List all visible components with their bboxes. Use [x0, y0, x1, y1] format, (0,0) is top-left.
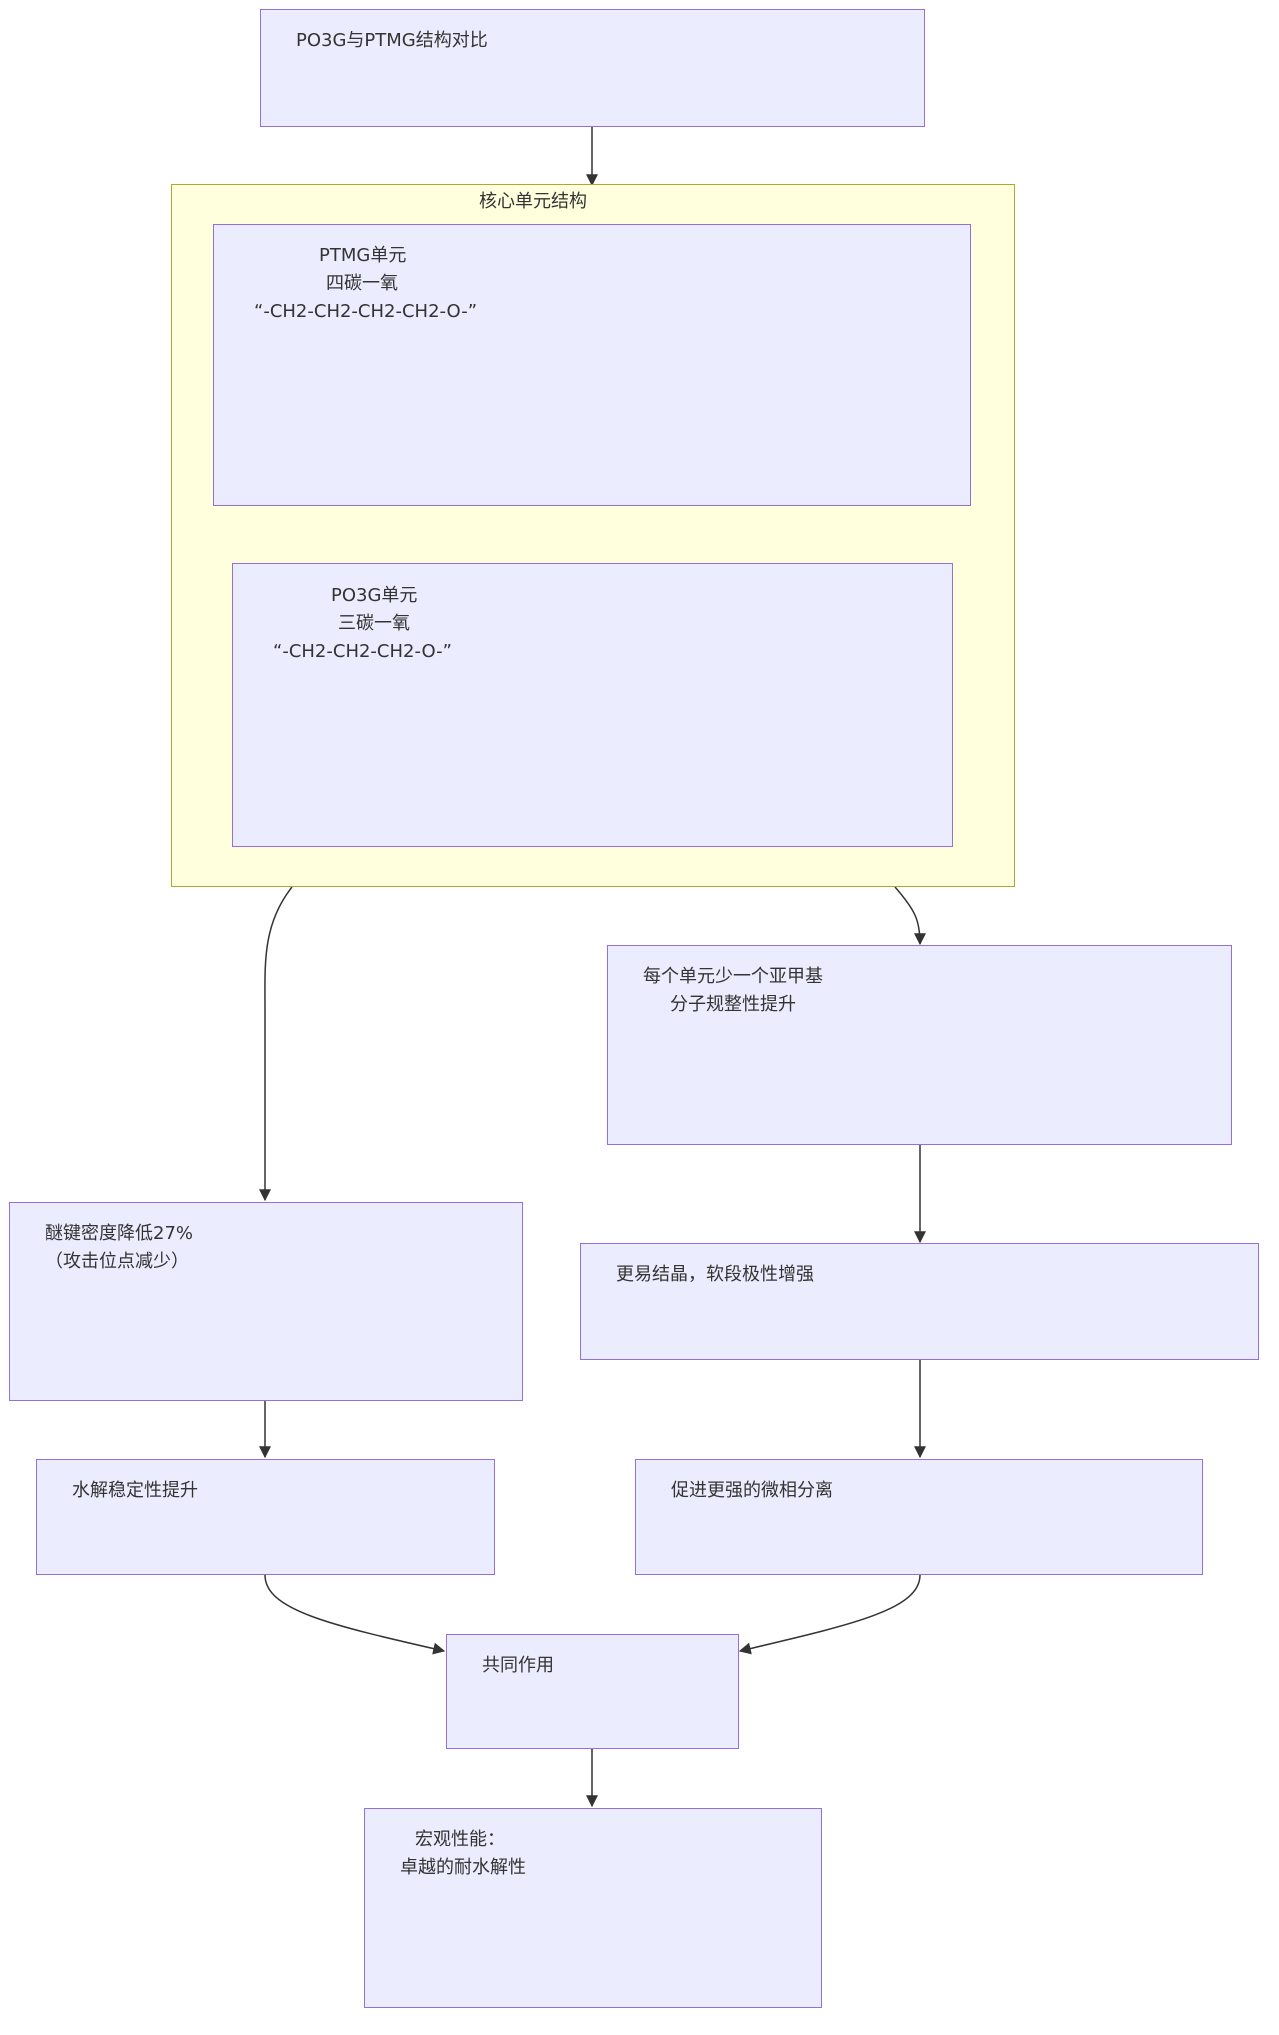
edge-phase-to-synergy	[738, 1574, 921, 1655]
result-node: 宏观性能： 卓越的耐水解性	[364, 1808, 822, 2008]
methylene-line1: 每个单元少一个亚甲基	[643, 966, 823, 987]
po3g-line1: PO3G单元	[331, 585, 418, 606]
ptmg-unit-node: PTMG单元 四碳一氧 “-CH2-CH2-CH2-CH2-O-”	[213, 224, 971, 506]
edge-hydrolysis-to-synergy	[264, 1574, 446, 1655]
crystallization-node: 更易结晶，软段极性增强	[580, 1243, 1259, 1360]
ether-bond-node: 醚键密度降低27% （攻击位点减少）	[9, 1202, 523, 1401]
po3g-line2: 三碳一氧	[338, 613, 410, 634]
edge-cluster-to-methylene	[894, 886, 926, 946]
ether-line2: （攻击位点减少）	[45, 1251, 189, 1272]
cluster-title: 核心单元结构	[479, 191, 587, 212]
ptmg-line3: “-CH2-CH2-CH2-CH2-O-”	[254, 301, 478, 322]
title-node-text: PO3G与PTMG结构对比	[296, 30, 488, 51]
crystal-line1: 更易结晶，软段极性增强	[616, 1264, 814, 1285]
ptmg-line1: PTMG单元	[319, 245, 407, 266]
hydrolysis-stability-node: 水解稳定性提升	[36, 1459, 495, 1575]
methylene-line2: 分子规整性提升	[670, 994, 796, 1015]
phase-line1: 促进更强的微相分离	[671, 1480, 833, 1501]
edge-cluster-to-ether	[259, 886, 293, 1202]
synergy-line1: 共同作用	[482, 1655, 554, 1676]
hydrolysis-line1: 水解稳定性提升	[72, 1480, 198, 1501]
synergy-node: 共同作用	[446, 1634, 739, 1749]
result-line2: 卓越的耐水解性	[400, 1857, 526, 1878]
title-node: PO3G与PTMG结构对比	[260, 9, 925, 127]
po3g-unit-node: PO3G单元 三碳一氧 “-CH2-CH2-CH2-O-”	[232, 563, 953, 847]
result-line1: 宏观性能：	[415, 1829, 505, 1850]
microphase-separation-node: 促进更强的微相分离	[635, 1459, 1203, 1575]
ether-line1: 醚键密度降低27%	[45, 1223, 194, 1244]
po3g-line3: “-CH2-CH2-CH2-O-”	[273, 641, 452, 662]
ptmg-line2: 四碳一氧	[326, 273, 398, 294]
methylene-node: 每个单元少一个亚甲基 分子规整性提升	[607, 945, 1232, 1145]
